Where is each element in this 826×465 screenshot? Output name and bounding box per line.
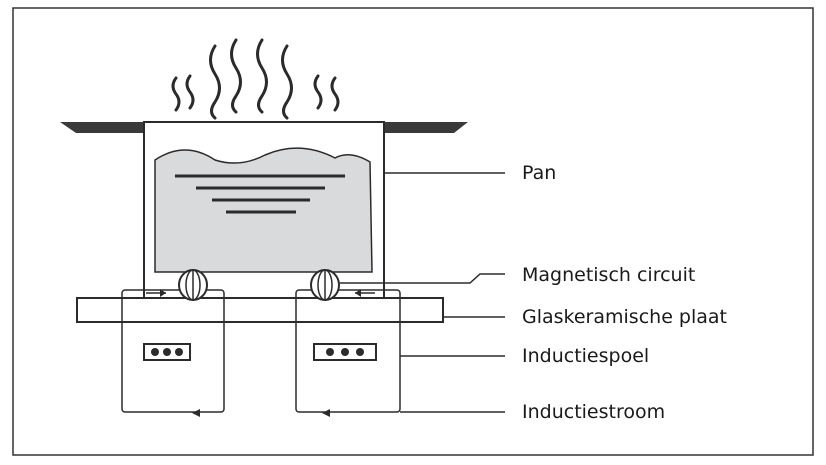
water (154, 147, 373, 273)
label-magnetic-circuit: Magnetisch circuit (522, 264, 695, 286)
label-glass-ceramic-plate: Glaskeramische plaat (522, 306, 727, 328)
diagram-border (12, 7, 814, 456)
steam-icon (171, 38, 340, 120)
leader-magnetic-circuit (340, 273, 505, 284)
pan-rim-right (384, 122, 468, 133)
pan (60, 121, 468, 299)
glass-ceramic-plate (76, 297, 444, 323)
heat-lines (175, 174, 345, 214)
induction-coil-left (121, 269, 225, 417)
label-pan: Pan (522, 162, 556, 184)
pan-rim-left (60, 122, 146, 133)
label-induction-current: Inductiestroom (522, 401, 665, 423)
induction-coil-right (295, 269, 401, 417)
leader-lines (340, 172, 505, 413)
label-induction-coil: Inductiespoel (522, 345, 649, 367)
